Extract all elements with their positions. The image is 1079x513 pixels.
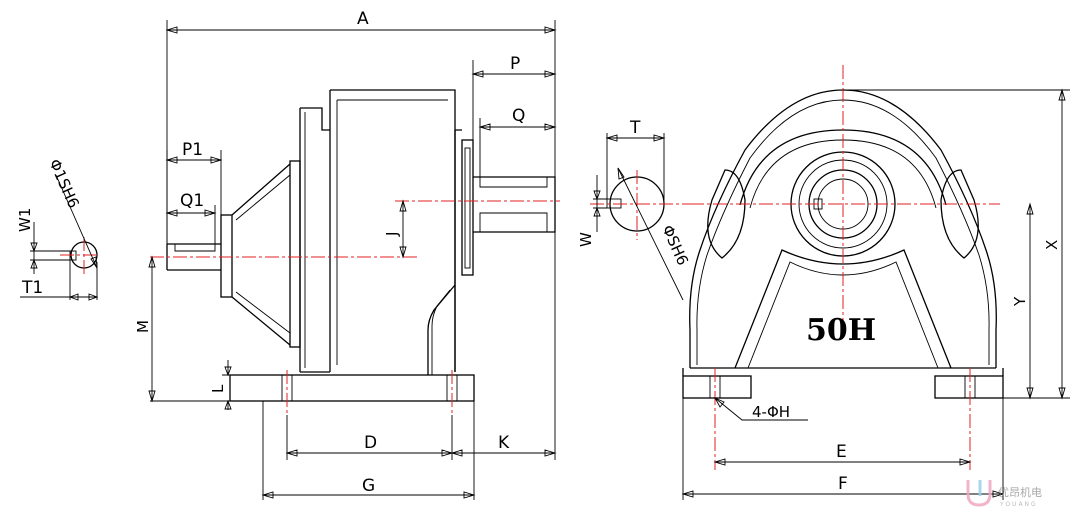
model-label: 50H [806, 313, 876, 348]
dim-T1: T1 [21, 278, 43, 298]
dim-F: F [838, 474, 848, 494]
dim-M: M [134, 320, 152, 333]
output-shaft-section: T W ΦSH6 [577, 118, 692, 301]
dim-W: W [577, 232, 595, 247]
watermark-text: 优昂机电 [998, 485, 1042, 499]
dim-W1: W1 [16, 208, 34, 232]
dim-Q1: Q1 [180, 191, 204, 211]
dim-L: L [209, 384, 227, 393]
dim-J: J [383, 232, 401, 237]
dim-G: G [362, 476, 375, 496]
dim-shaft-large: ΦSH6 [658, 222, 692, 268]
watermark-sub: YOUANG [999, 501, 1038, 508]
dim-D: D [364, 433, 377, 453]
dim-X: X [1043, 240, 1061, 250]
dim-Q: Q [512, 106, 525, 126]
dim-E: E [836, 442, 847, 462]
dim-holes: 4-ΦH [752, 403, 790, 421]
input-shaft-section: W1 T1 Φ1SH6 [16, 156, 100, 301]
watermark-logo: 优昂机电 YOUANG [966, 480, 1042, 508]
dim-shaft-small: Φ1SH6 [45, 156, 82, 211]
side-view: A P Q P1 Q1 J M L D K [134, 9, 560, 500]
dim-A: A [357, 9, 369, 29]
dim-T: T [629, 118, 641, 138]
front-view: 50H 4-ΦH X Y E F [681, 65, 1070, 500]
dim-K: K [498, 433, 510, 453]
dim-Y: Y [1011, 296, 1029, 307]
dim-P1: P1 [182, 140, 203, 160]
dim-P: P [510, 54, 520, 74]
